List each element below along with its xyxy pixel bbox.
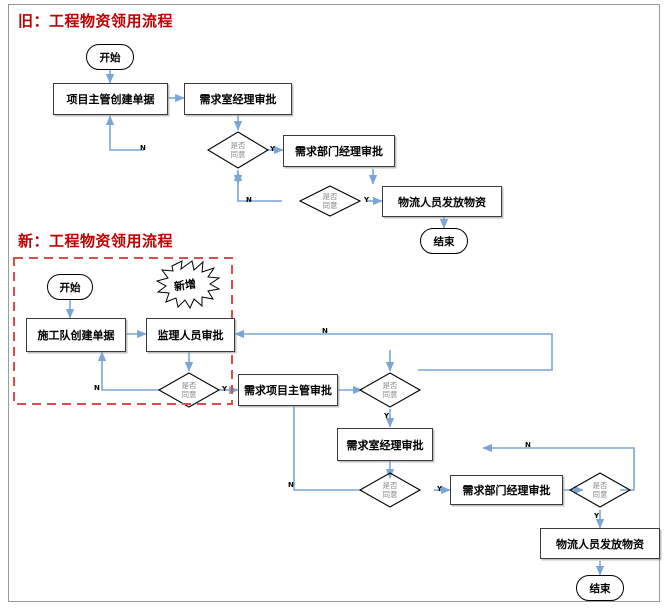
node-old-logistics[interactable]: 物流人员发放物资 — [382, 186, 502, 217]
node-new-dept-mgr[interactable]: 需求部门经理审批 — [450, 475, 563, 505]
node-new-proj-mgr[interactable]: 需求项目主管审批 — [238, 374, 338, 406]
edge-label-new-2-no: N — [322, 327, 328, 335]
edge-label-old-2-yes: Y — [364, 196, 370, 204]
edge-label-new-1-yes: Y — [222, 385, 228, 393]
new-flow-title: 新：工程物资领用流程 — [18, 232, 174, 250]
decision-old-2[interactable]: 是否同意 — [322, 192, 338, 210]
node-new-start[interactable]: 开始 — [47, 274, 93, 300]
node-new-logistics[interactable]: 物流人员发放物资 — [540, 528, 660, 559]
node-old-office-mgr[interactable]: 需求室经理审批 — [184, 83, 292, 115]
edge-label-new-2-yes: Y — [384, 412, 390, 420]
edge-label-old-1-no: N — [140, 144, 146, 152]
decision-new-1[interactable]: 是否同意 — [181, 381, 197, 399]
new-badge-starburst — [155, 260, 221, 310]
edge-label-old-2-no: N — [246, 196, 252, 204]
node-new-end[interactable]: 结束 — [576, 575, 624, 601]
node-old-end[interactable]: 结束 — [420, 228, 468, 254]
decision-old-1[interactable]: 是否同意 — [230, 141, 246, 159]
node-new-create[interactable]: 施工队创建单据 — [26, 318, 126, 352]
node-old-start[interactable]: 开始 — [86, 44, 134, 70]
edge-label-new-4-no: N — [525, 441, 531, 449]
page-frame — [8, 4, 660, 602]
edge-label-new-3-no: N — [288, 481, 294, 489]
decision-new-3[interactable]: 是否同意 — [382, 481, 398, 499]
node-new-office-mgr[interactable]: 需求室经理审批 — [337, 428, 433, 461]
old-flow-title: 旧：工程物资领用流程 — [18, 12, 174, 30]
decision-new-4[interactable]: 是否同意 — [592, 481, 608, 499]
edge-label-new-3-yes: Y — [437, 485, 443, 493]
edge-label-new-4-yes: Y — [594, 512, 600, 520]
node-new-supervisor[interactable]: 监理人员审批 — [146, 318, 235, 352]
node-old-dept-mgr[interactable]: 需求部门经理审批 — [283, 135, 395, 167]
decision-shapes — [157, 131, 632, 508]
edge-label-new-1-no: N — [94, 384, 100, 392]
decision-new-2[interactable]: 是否同意 — [382, 381, 398, 399]
edge-label-old-1-yes: Y — [270, 145, 276, 153]
node-old-create[interactable]: 项目主管创建单据 — [53, 83, 168, 115]
